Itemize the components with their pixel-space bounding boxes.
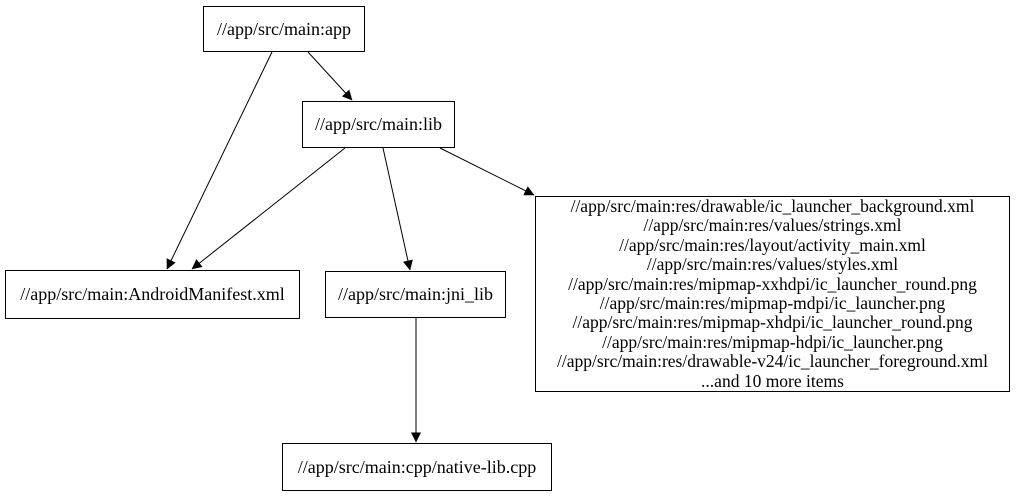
node-resources: //app/src/main:res/drawable/ic_launcher_… (535, 196, 1010, 392)
resource-more-items: ...and 10 more items (701, 370, 844, 391)
node-jni-lib: //app/src/main:jni_lib (325, 271, 506, 318)
resource-item: //app/src/main:res/mipmap-mdpi/ic_launch… (599, 293, 946, 313)
resource-item: //app/src/main:res/mipmap-xhdpi/ic_launc… (572, 312, 973, 333)
node-native-lib-cpp: //app/src/main:cpp/native-lib.cpp (282, 443, 552, 491)
node-app-label: //app/src/main:app (217, 18, 351, 39)
node-lib: //app/src/main:lib (302, 101, 455, 148)
node-android-manifest-label: //app/src/main:AndroidManifest.xml (20, 284, 285, 304)
edge-app-to-lib (307, 51, 353, 101)
node-android-manifest: //app/src/main:AndroidManifest.xml (5, 270, 300, 319)
node-native-lib-cpp-label: //app/src/main:cpp/native-lib.cpp (297, 456, 537, 477)
resource-item: //app/src/main:res/drawable-v24/ic_launc… (556, 351, 989, 372)
resource-item: //app/src/main:res/drawable/ic_launcher_… (570, 195, 975, 216)
resource-item: //app/src/main:res/values/strings.xml (643, 215, 902, 236)
node-lib-label: //app/src/main:lib (315, 114, 442, 134)
edge-lib-to-jni-lib (382, 147, 413, 271)
edge-lib-to-resources (439, 147, 535, 196)
resource-item: //app/src/main:res/values/styles.xml (646, 254, 899, 275)
resource-item: //app/src/main:res/mipmap-hdpi/ic_launch… (602, 331, 943, 352)
node-app: //app/src/main:app (203, 6, 365, 52)
resource-item: //app/src/main:res/mipmap-xxhdpi/ic_laun… (568, 273, 977, 294)
node-jni-lib-label: //app/src/main:jni_lib (338, 284, 493, 304)
resource-item: //app/src/main:res/layout/activity_main.… (619, 234, 926, 255)
edge-app-to-manifest (166, 51, 273, 270)
edge-lib-to-manifest (191, 147, 346, 270)
